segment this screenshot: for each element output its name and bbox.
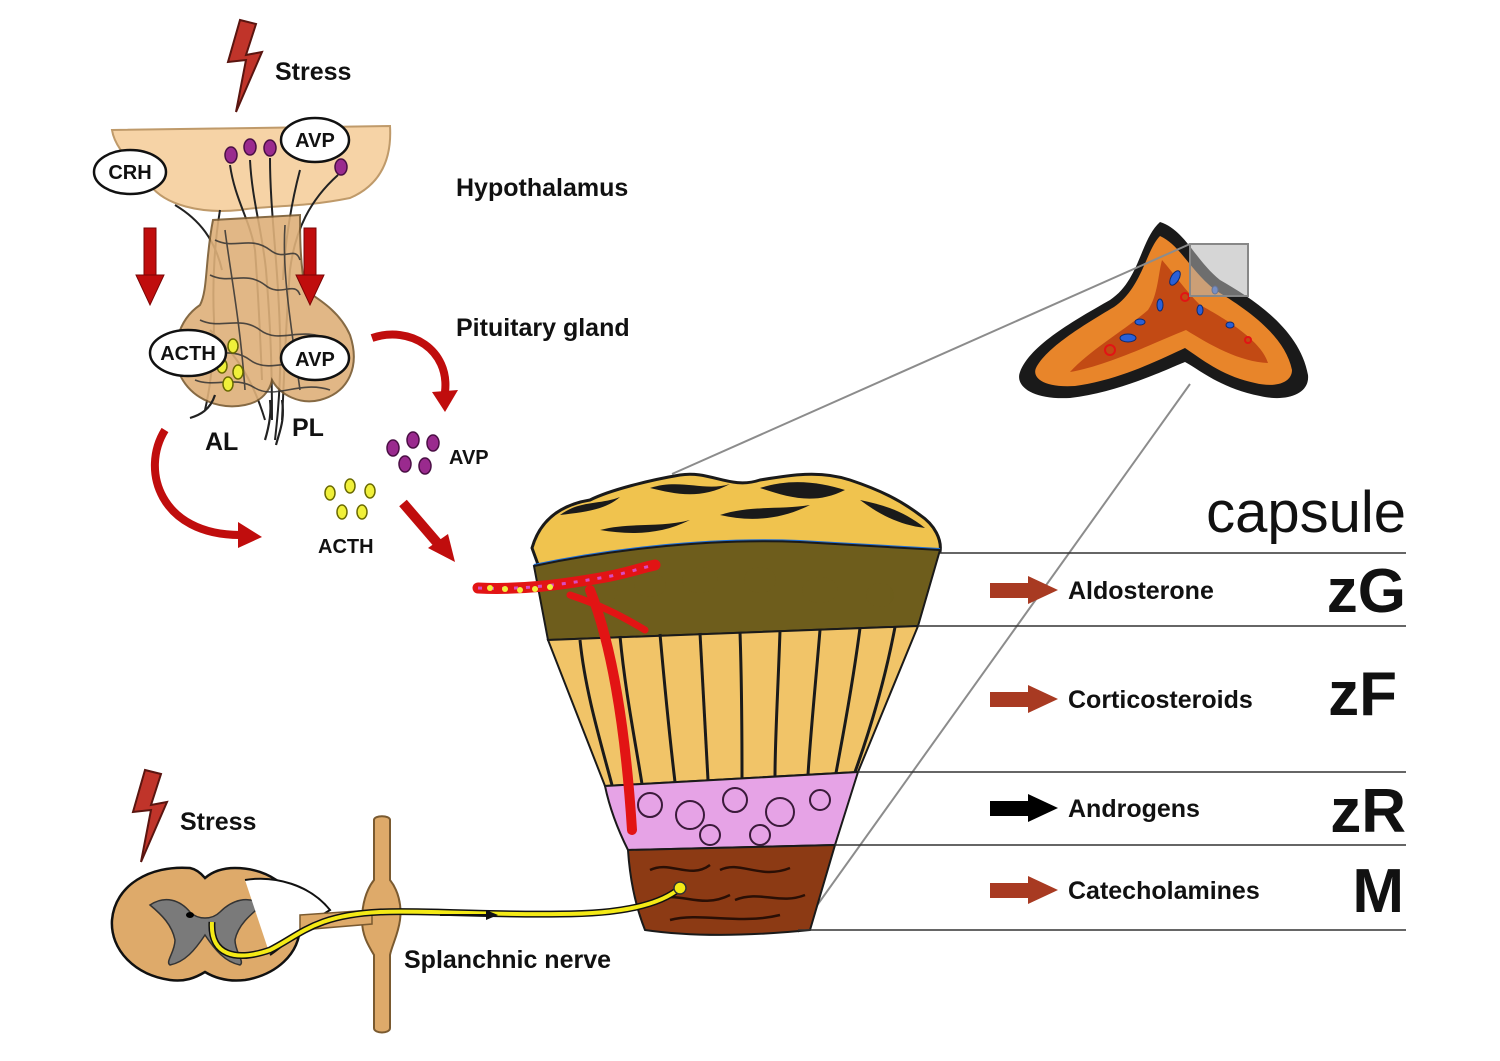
zone-row-zr: Androgens zR	[990, 777, 1406, 846]
svg-text:AVP: AVP	[295, 130, 335, 152]
avp-top-oval: AVP	[279, 116, 351, 164]
free-acth-granules	[324, 478, 376, 520]
pituitary-acth-granules	[216, 338, 244, 392]
stress-bolt-bottom-icon	[131, 768, 169, 863]
curved-arrow-avp-icon	[370, 330, 458, 412]
stress-top-label: Stress	[275, 58, 351, 86]
zone-row-zf: Corticosteroids zF	[990, 660, 1397, 729]
catecholamines-label: Catecholamines	[1068, 877, 1260, 905]
zf-label: zF	[1328, 660, 1397, 729]
acth-oval: ACTH	[148, 328, 228, 378]
androgens-arrow-icon	[990, 794, 1058, 822]
diagonal-arrow-icon	[399, 499, 455, 562]
avp-oval: AVP	[279, 334, 351, 382]
spinal-cord	[110, 866, 332, 982]
free-avp-granules	[386, 431, 440, 475]
aldosterone-label: Aldosterone	[1068, 577, 1214, 605]
zg-label: zG	[1327, 557, 1406, 626]
zr-label: zR	[1330, 777, 1406, 846]
hypothalamus-granules	[224, 138, 348, 176]
medulla-label: M	[1352, 857, 1404, 926]
anterior-lobe-label: AL	[205, 428, 238, 456]
adrenal-gland-small	[1019, 222, 1309, 399]
aldosterone-arrow-icon	[990, 576, 1058, 604]
free-acth-label: ACTH	[318, 536, 374, 558]
corticosteroids-arrow-icon	[990, 685, 1058, 713]
svg-text:ACTH: ACTH	[160, 343, 216, 365]
posterior-lobe-label: PL	[292, 414, 324, 442]
zone-row-zg: Aldosterone zG	[990, 557, 1406, 626]
catecholamines-arrow-icon	[990, 876, 1058, 904]
pituitary-tails	[189, 394, 284, 446]
magnify-box	[1189, 243, 1249, 297]
zone-divider-lines	[798, 552, 1406, 931]
splanchnic-nerve	[208, 881, 687, 959]
curved-arrow-acth-icon	[150, 427, 262, 548]
hypothalamus-label: Hypothalamus	[456, 174, 628, 202]
pituitary-label: Pituitary gland	[456, 314, 630, 342]
svg-text:CRH: CRH	[108, 162, 151, 184]
capsule-label: capsule	[1206, 480, 1406, 545]
down-arrow-left-icon	[135, 227, 165, 307]
adrenal-cross-section	[472, 472, 942, 936]
zoom-lines	[671, 243, 1191, 933]
svg-text:AVP: AVP	[295, 349, 335, 371]
splanchnic-nerve-label: Splanchnic nerve	[404, 946, 611, 974]
androgens-label: Androgens	[1068, 795, 1200, 823]
stress-bottom-label: Stress	[180, 808, 256, 836]
corticosteroids-label: Corticosteroids	[1068, 686, 1253, 714]
stress-bolt-top-icon	[226, 18, 264, 113]
free-avp-label: AVP	[449, 447, 489, 469]
zone-row-m: Catecholamines M	[990, 857, 1404, 926]
crh-oval: CRH	[92, 148, 168, 196]
down-arrow-right-icon	[295, 227, 325, 307]
